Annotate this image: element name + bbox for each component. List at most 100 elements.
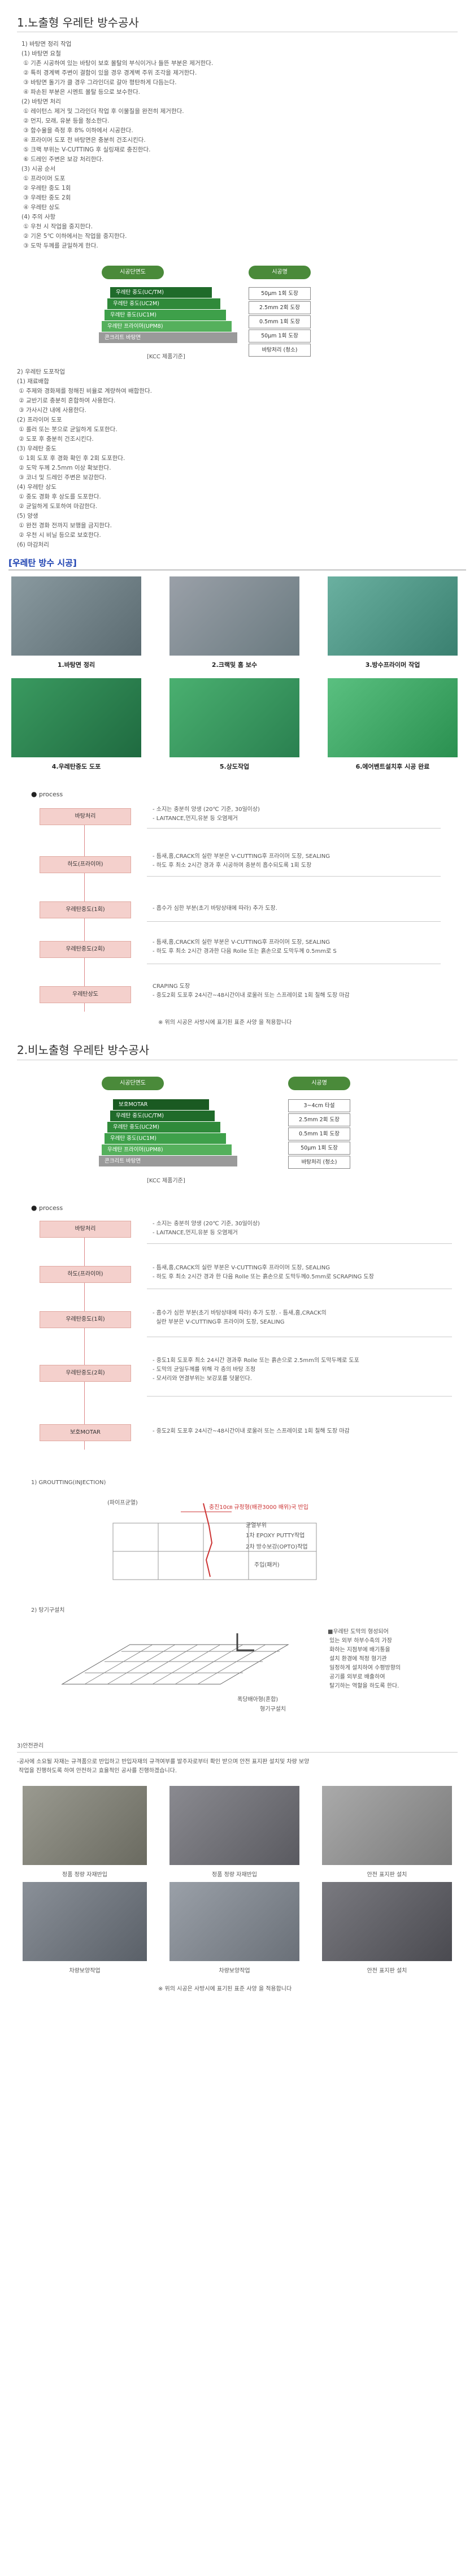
layer: 우레탄 중도(UC1M) xyxy=(105,1133,226,1144)
photos-title: [우레탄 방수 시공] xyxy=(8,558,77,568)
process-step: 하도(프라이머) xyxy=(40,856,131,873)
spec-item: 0.5mm 1회 도장 xyxy=(288,1127,350,1140)
spec-item: 50μm 1회 도장 xyxy=(288,1142,350,1155)
process-step: 우레탄중도(1회) xyxy=(40,1311,131,1328)
spec-list-2: 3~4cm 타설 2.5mm 2회 도장 0.5mm 1회 도장 50μm 1회… xyxy=(288,1099,350,1169)
process-desc: - 틈새,홈,CRACK의 실란 부분은 V-CUTTING후 프라이머 도장,… xyxy=(153,853,330,869)
process-desc: - 중도1회 도포후 최소 24시간 경과후 Rolle 또는 흙손으로 2.5… xyxy=(153,1358,359,1382)
layer: 우레탄 프라이머(UPM8) xyxy=(102,1144,232,1155)
safety-intro: -공사에 소요될 자재는 규격품으로 반입하고 반입자재의 규격여부를 발주자로… xyxy=(17,1759,310,1774)
divider xyxy=(147,828,441,829)
photo-4 xyxy=(11,678,141,757)
photo-caption: 6.에어벤트설치후 시공 완료 xyxy=(355,763,430,770)
spec-item: 0.5mm 1회 도장 xyxy=(249,315,311,328)
process-desc: - 흡수가 심한 부분(초기 바탕상태에 따라) 추가 도장. - 틈새,홈,C… xyxy=(153,1310,327,1325)
layer: 우레탄 중도(UC2M) xyxy=(107,1122,220,1133)
grouting-title: 1) GROUTTING(INJECTION) xyxy=(31,1480,106,1486)
spec-item: 50μm 1회 도장 xyxy=(249,287,311,300)
safety-caption: 차량보양작업 xyxy=(69,1968,101,1974)
drain-label: 폭당배아형(혼합) xyxy=(237,1697,279,1703)
divider xyxy=(147,921,441,922)
process-desc: CRAPING 도장 - 중도2회 도포후 24시간~48시간이내 로울러 또는… xyxy=(153,983,350,999)
photo-caption: 5.상도작업 xyxy=(219,763,250,770)
spec-item: 바탕처리 (청소) xyxy=(288,1156,350,1169)
layer: 우레탄 중도(UC1M) xyxy=(105,310,226,320)
process-step: 우레탄중도(2회) xyxy=(40,1365,131,1382)
process-step: 우레탄상도 xyxy=(40,986,131,1003)
safety-photo-6 xyxy=(322,1882,452,1961)
safety-photo-4 xyxy=(23,1882,147,1961)
safety-caption: 정품 정량 자재반입 xyxy=(212,1872,257,1878)
photo-caption: 2.크랙및 홈 보수 xyxy=(211,661,258,669)
layer: 콘크리트 바탕면 xyxy=(99,332,237,343)
process-step: 바탕처리 xyxy=(40,808,131,825)
section1-intro: 1) 바탕면 정리 작업 (1) 바탕면 요철 ① 기존 시공하여 있는 바탕이… xyxy=(21,41,214,249)
layer: 콘크리트 바탕면 xyxy=(99,1156,237,1166)
badge-cross-section: 시공단면도 xyxy=(102,266,164,279)
note: ※ 위의 시공은 사방시에 표기된 표준 사양 을 적용합니다 xyxy=(158,1986,292,1992)
safety-photo-2 xyxy=(169,1786,299,1865)
layer-stack-1: 우레탄 중도(UC/TM) 우레탄 중도(UC2M) 우레탄 중도(UC1M) … xyxy=(99,287,237,349)
photo-caption: 3.방수프라이머 작업 xyxy=(365,661,420,669)
process-step: 우레탄중도(2회) xyxy=(40,941,131,958)
photo-5 xyxy=(169,678,299,757)
spec-item: 2.5mm 2회 도장 xyxy=(288,1113,350,1126)
drain-desc: ■우레탄 도막의 형성되어 있는 외부 하부수축의 가장 화하는 지점부에 배기… xyxy=(328,1629,401,1689)
divider xyxy=(17,1752,458,1753)
drain-label: 형기구설치 xyxy=(260,1706,286,1712)
layer: 우레탄 프라이머(UPM8) xyxy=(102,321,232,332)
process-desc: - 소지는 충분히 양생 (20℃ 기준, 30일이상) - LAITANCE,… xyxy=(153,806,260,822)
section3-title: 2.비노출형 우레탄 방수공사 xyxy=(17,1043,150,1057)
safety-photo-1 xyxy=(23,1786,147,1865)
divider xyxy=(147,1243,452,1244)
process-step: 우레탄중도(1회) xyxy=(40,901,131,918)
drain-title: 2) 탕기구설치 xyxy=(31,1607,65,1614)
grouting-label: 균열부위 xyxy=(246,1523,267,1529)
grouting-label: 1차 EPOXY PUTTY작업 xyxy=(246,1533,305,1539)
drain-diagram: 폭당배아형(혼합) 형기구설치 xyxy=(51,1622,333,1718)
divider xyxy=(147,1396,452,1397)
layer-stack-2: 보호MOTAR 우레탄 중도(UC/TM) 우레탄 중도(UC2M) 우레탄 중… xyxy=(99,1099,237,1173)
caption: [KCC 제품기준] xyxy=(147,1178,185,1184)
spec-item: 3~4cm 타설 xyxy=(288,1099,350,1112)
photo-caption: 1.바탕면 정리 xyxy=(57,661,95,669)
caption: [KCC 제품기준] xyxy=(147,354,185,360)
grouting-label: 충진10㎝ 규정형(배관3000 배위)국 반입 xyxy=(209,1504,308,1511)
process-step: 하도(프라이머) xyxy=(40,1266,131,1283)
badge-spec: 시공명 xyxy=(288,1077,350,1090)
layer: 보호MOTAR xyxy=(113,1099,209,1110)
grouting-label: 주입(패커) xyxy=(254,1562,280,1568)
safety-caption: 차량보양작업 xyxy=(219,1968,250,1974)
drain-svg xyxy=(61,1633,289,1685)
process-label: ● process xyxy=(31,790,63,798)
safety-title: 3)안전관리 xyxy=(17,1743,44,1749)
process-label: ● process xyxy=(31,1204,63,1212)
process-desc: - 틈새,홈,CRACK의 실란 부분은 V-CUTTING후 프라이머 도장,… xyxy=(153,1265,374,1280)
grouting-label: (파이프균열) xyxy=(107,1500,138,1506)
process-desc: - 소지는 충분히 양생 (20℃ 기준, 30일이상) - LAITANCE,… xyxy=(153,1221,260,1236)
photo-6 xyxy=(328,678,458,757)
photo-caption: 4.우레탄중도 도포 xyxy=(51,763,101,770)
layer: 우레탄 중도(UC/TM) xyxy=(110,1111,215,1121)
photo-3 xyxy=(328,576,458,656)
safety-caption: 정품 정량 자재반입 xyxy=(62,1872,107,1878)
grouting-diagram: (파이프균열) 충진10㎝ 규정형(배관3000 배위)국 반입 균열부위 1차… xyxy=(90,1498,362,1582)
note: ※ 위의 시공은 사방시에 표기된 표준 사양 을 적용합니다 xyxy=(158,1020,292,1026)
process-connector xyxy=(84,1224,85,1450)
layer: 우레탄 중도(UC2M) xyxy=(107,298,220,309)
safety-caption: 안전 표지판 설치 xyxy=(367,1968,407,1974)
photo-2 xyxy=(169,576,299,656)
safety-photo-3 xyxy=(322,1786,452,1865)
section2-text: 2) 우레탄 도포작업 (1) 재료배합 ① 주제와 경화제를 정해진 비율로 … xyxy=(17,368,152,548)
spec-item: 바탕처리 (청소) xyxy=(249,344,311,357)
section1-title: 1.노출형 우레탄 방수공사 xyxy=(17,16,139,29)
safety-caption: 안전 표지판 설치 xyxy=(367,1872,407,1878)
process-desc: - 틈새,홈,CRACK의 실란 부분은 V-CUTTING후 프라이머 도장,… xyxy=(153,939,337,955)
spec-item: 50μm 1회 도장 xyxy=(249,329,311,342)
divider xyxy=(147,876,441,877)
badge-spec: 시공명 xyxy=(249,266,311,279)
layer: 우레탄 중도(UC/TM) xyxy=(110,287,212,298)
badge-cross-section: 시공단면도 xyxy=(102,1077,164,1090)
process-step: 바탕처리 xyxy=(40,1221,131,1238)
process-desc: - 중도2회 도포후 24시간~48시간이내 로울러 또는 스프레이로 1회 칠… xyxy=(153,1428,350,1434)
